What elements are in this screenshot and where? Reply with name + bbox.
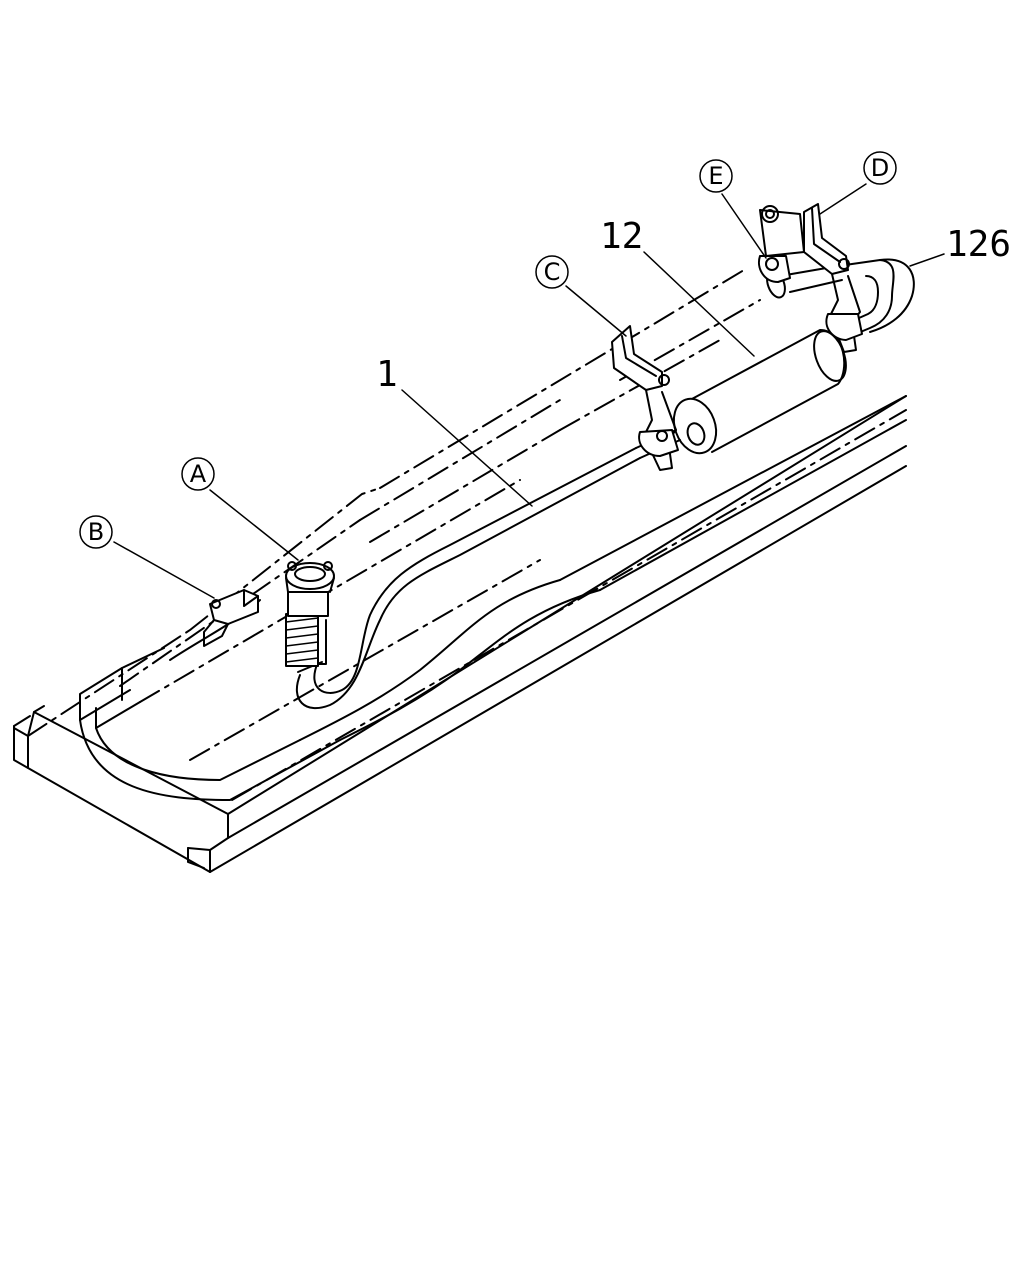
callout-c-label: C [544,258,561,286]
front-exhaust-pipe [285,447,641,710]
leader-c [565,285,627,337]
leader-lines [113,183,945,599]
hanger-d [803,203,863,353]
hanger-c [611,325,679,471]
callout-a: A [181,457,215,491]
leader-a [209,489,299,561]
bracket-b [203,589,259,647]
leader-1 [401,389,533,507]
part-number-1: 1 [376,354,398,395]
callout-c: C [535,255,569,289]
callout-b-label: B [88,518,104,546]
callout-d: D [863,151,897,185]
part-number-126: 126 [946,224,1011,265]
leader-b [113,541,215,599]
leader-12 [643,251,755,357]
leader-d [819,183,867,215]
leader-e [721,193,767,259]
front-crossmember [79,667,123,721]
callout-b: B [79,515,113,549]
part-number-12: 12 [600,216,643,257]
flex-bellows [285,591,329,667]
chassis-frame [13,269,907,873]
leader-126 [909,253,945,267]
callout-e: E [699,159,733,193]
bracket-e [758,205,805,283]
callout-e-label: E [708,162,723,190]
left-rail-end [13,725,29,769]
callout-a-label: A [190,460,207,488]
callout-d-label: D [871,154,889,182]
inlet-flange [285,561,335,593]
